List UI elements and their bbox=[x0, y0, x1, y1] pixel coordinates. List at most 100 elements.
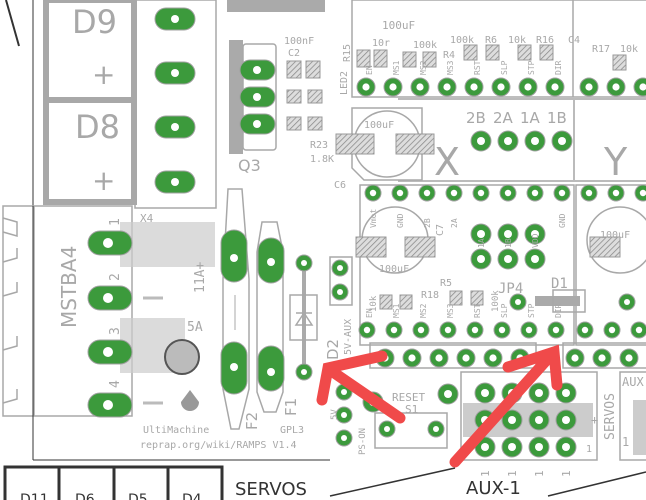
reset-label: RESET bbox=[392, 391, 425, 404]
stepper-pin-label: SLP bbox=[500, 60, 509, 75]
header-pin-hole bbox=[408, 354, 416, 362]
mosfet-q3: Q3 bbox=[229, 40, 277, 175]
header-pin-hole bbox=[598, 354, 606, 362]
c2-value: 100nF bbox=[284, 36, 314, 47]
jumper-pad-hole bbox=[531, 255, 539, 263]
servo-plus: + bbox=[591, 413, 598, 427]
stepper-pin-label: 2A bbox=[450, 218, 459, 228]
s1-label: S1 bbox=[405, 403, 418, 416]
stepper-pin-hole bbox=[612, 189, 620, 197]
ps-on-header: 5V PS-ON bbox=[330, 383, 368, 455]
stepper-pin-hole bbox=[531, 189, 539, 197]
jumper-pad-hole bbox=[531, 230, 539, 238]
servo-pin-hole bbox=[508, 416, 516, 424]
servo-pin-hole bbox=[562, 443, 570, 451]
header-pin-one: 1 bbox=[560, 470, 573, 477]
stepper-pin-label: DIR bbox=[554, 60, 563, 75]
stepper-pin-hole bbox=[612, 83, 620, 91]
stepper-pin-hole bbox=[558, 189, 566, 197]
r5-label: R5 bbox=[440, 278, 452, 289]
stepper-pin-hole bbox=[389, 83, 397, 91]
coil-label: 1B bbox=[547, 109, 567, 127]
c-value-y: 100uF bbox=[600, 230, 630, 241]
stepper-pin-label-lower: DIR bbox=[554, 303, 563, 318]
stepper-pin-hole bbox=[362, 83, 370, 91]
stepper-pin-hole bbox=[363, 326, 371, 334]
logo-drop-icon bbox=[181, 390, 199, 411]
stepper-pin-hole bbox=[552, 326, 560, 334]
fuse-f1: F1 bbox=[256, 221, 300, 416]
stepper-pin-hole bbox=[504, 189, 512, 197]
top-header bbox=[227, 0, 325, 12]
stepper-pin-hole bbox=[417, 326, 425, 334]
r10k-value: 10k bbox=[508, 35, 526, 46]
c7-label: C7 bbox=[435, 224, 446, 236]
q3-label: Q3 bbox=[238, 156, 261, 175]
aux-label: AUX bbox=[622, 375, 644, 389]
stepper-pin-hole bbox=[639, 189, 646, 197]
header-pin-hole bbox=[571, 354, 579, 362]
r10k-value-2: 10k bbox=[620, 44, 638, 55]
servo-pin-hole bbox=[535, 389, 543, 397]
d1-label: D1 bbox=[551, 276, 568, 292]
stepper-pin-label: MS1 bbox=[392, 60, 401, 75]
aux1-callout: AUX-1 bbox=[466, 478, 521, 499]
stepper-pin-hole bbox=[608, 326, 616, 334]
terminal-pin-number: 3 bbox=[108, 327, 123, 335]
jumper-pad-hole bbox=[477, 255, 485, 263]
pin-box-d5: D5 bbox=[128, 492, 148, 500]
servo-pin-hole bbox=[481, 389, 489, 397]
stepper-pin-label: MS2 bbox=[419, 60, 428, 75]
stepper-x-bottom: 100uF 100uF C7 R5 R18 JP4 D1 10k 100k Vm… bbox=[355, 184, 646, 346]
cap-value: 100uF bbox=[382, 19, 415, 32]
gpl-label: GPL3 bbox=[280, 425, 304, 436]
stepper-pin-hole bbox=[443, 83, 451, 91]
stepper-pin-hole bbox=[498, 326, 506, 334]
r4-label: R4 bbox=[443, 50, 455, 61]
stepper-pin-hole bbox=[585, 83, 593, 91]
stepper-pin-hole bbox=[497, 83, 505, 91]
coil-label: 1A bbox=[520, 109, 541, 127]
coil-label: 2B bbox=[466, 109, 486, 127]
stepper-pin-hole bbox=[639, 83, 646, 91]
stepper-pin-hole bbox=[470, 83, 478, 91]
stepper-pin-label: RST bbox=[473, 60, 482, 75]
stepper-pin-hole bbox=[423, 189, 431, 197]
stepper-pin-hole bbox=[477, 189, 485, 197]
fuse-11a-label: 11A+ bbox=[193, 262, 208, 293]
header-pin-hole bbox=[435, 354, 443, 362]
coil-label: 2A bbox=[493, 109, 514, 127]
terminal-pin-number: 4 bbox=[108, 380, 123, 388]
coil-pad-hole bbox=[477, 137, 485, 145]
diode-d2: D2 bbox=[289, 254, 342, 381]
pin-boxes: D11 D6 D5 D4 bbox=[3, 465, 224, 500]
servo-pin-hole bbox=[535, 416, 543, 424]
terminal-pin-number: 2 bbox=[108, 273, 123, 281]
header-pin-hole bbox=[489, 354, 497, 362]
jumper-pad-hole bbox=[504, 230, 512, 238]
coil-pad-hole bbox=[558, 137, 566, 145]
stepper-pin-label: Vmot bbox=[369, 209, 378, 228]
stepper-pin-hole bbox=[524, 83, 532, 91]
jp4-label: JP4 bbox=[498, 281, 523, 297]
stepper-pin-label-lower: RST bbox=[473, 303, 482, 318]
stepper-pin-label: 1B bbox=[504, 238, 513, 248]
aux1-leader-left bbox=[329, 467, 456, 497]
terminal-d8-label: D8 bbox=[75, 108, 120, 146]
c6-value: 100uF bbox=[364, 120, 394, 131]
terminal-pin-number: 1 bbox=[108, 218, 123, 226]
c7-value: 100uF bbox=[379, 264, 409, 275]
led2-label: LED2 bbox=[339, 71, 350, 95]
stepper-x-top: 100uF 10r 100k R4 100k R6 10k R16 C4 R17… bbox=[339, 0, 646, 98]
stepper-pin-hole bbox=[525, 326, 533, 334]
stepper-pin-label: STP bbox=[527, 60, 536, 75]
red-arrow-left bbox=[316, 350, 406, 424]
terminal-d9-d8: D9 + D8 + bbox=[43, 0, 217, 209]
r6-label: R6 bbox=[485, 35, 497, 46]
stepper-pin-label-lower: MS2 bbox=[419, 303, 428, 318]
stepper-pin-hole bbox=[581, 326, 589, 334]
header-pin-one: 1 bbox=[479, 470, 492, 477]
stepper-pin-hole bbox=[450, 189, 458, 197]
